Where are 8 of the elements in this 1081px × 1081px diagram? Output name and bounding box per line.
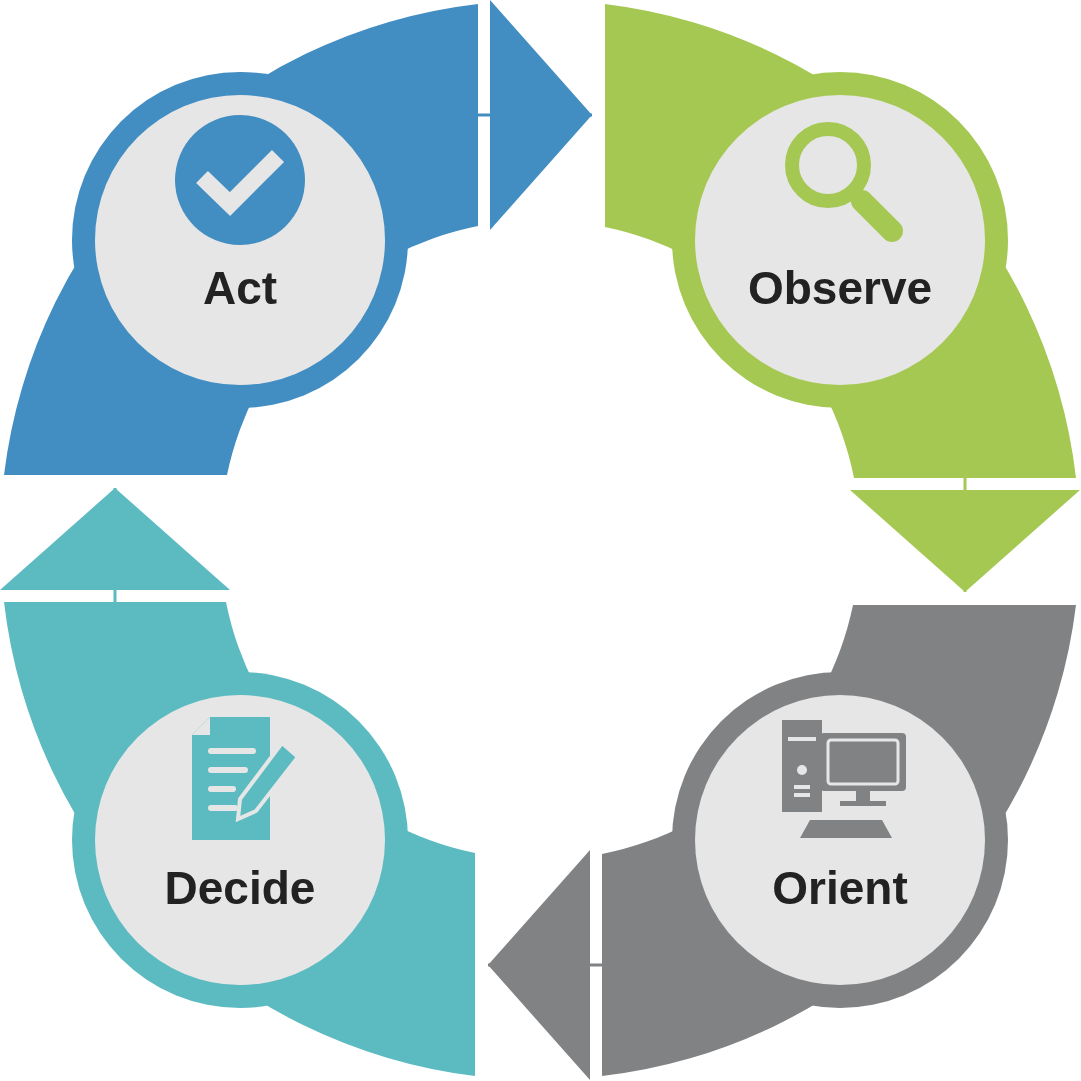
arrow (850, 478, 1080, 592)
stage-label: Decide (164, 865, 316, 911)
stage-label: Observe (747, 265, 933, 311)
arrow (0, 488, 230, 602)
stage-label: Orient (772, 865, 908, 911)
arrow (488, 850, 602, 1080)
stage-label: Act (202, 265, 278, 311)
arrow (478, 0, 592, 230)
